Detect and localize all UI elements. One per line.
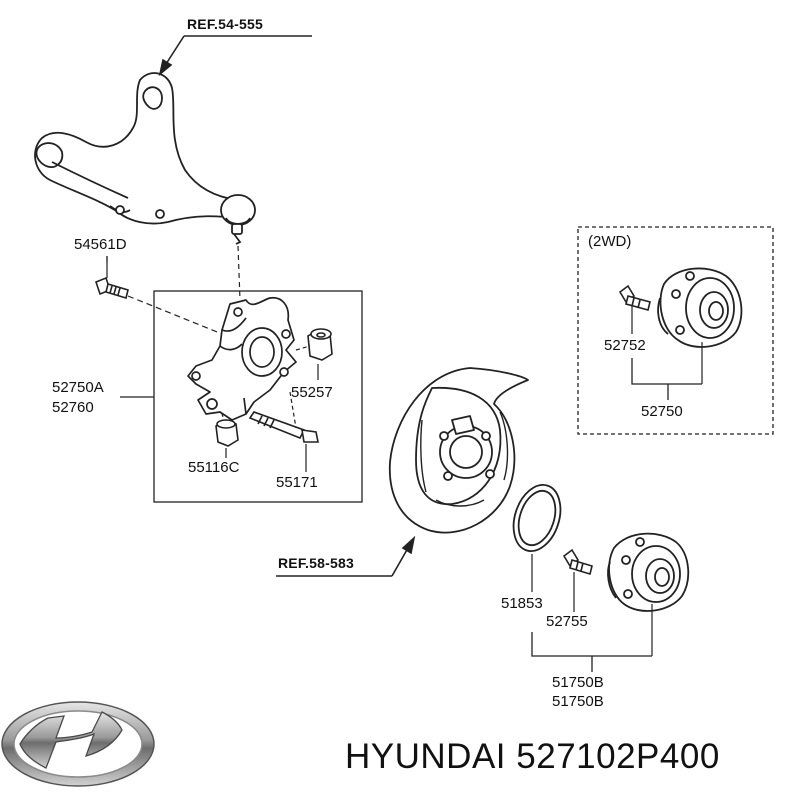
- hub-assembly-51750b: [607, 532, 690, 612]
- label-55116c: 55116C: [188, 459, 240, 476]
- bracket-52750: [631, 358, 702, 400]
- label-55257: 55257: [291, 384, 333, 401]
- hub-bolt-52755: [562, 548, 593, 576]
- label-52750: 52750: [641, 403, 683, 420]
- brand-name: HYUNDAI: [345, 737, 507, 776]
- inset-hub-52750: [657, 267, 743, 348]
- label-51750b-1: 51750B: [552, 674, 604, 691]
- dash-bolt-54561d: [127, 295, 233, 339]
- ref-arrow-brake-shield: [276, 535, 416, 577]
- ref-arrow-upper-arm: [158, 35, 312, 77]
- ref-upper-arm-label: REF.54-555: [187, 16, 263, 32]
- label-52752: 52752: [604, 337, 646, 354]
- bolt-54561d: [95, 256, 129, 300]
- dash-balljoint: [237, 245, 241, 301]
- upper-control-arm: [34, 72, 239, 225]
- label-52755: 52755: [546, 613, 588, 630]
- hyundai-logo-icon: [1, 701, 155, 787]
- dash-55257: [295, 345, 311, 351]
- bolt-55171: [248, 411, 319, 443]
- label-51750b-2: 51750B: [552, 693, 604, 710]
- bushing-55116c: [215, 419, 239, 447]
- label-51853: 51853: [501, 595, 543, 612]
- dash-55171: [289, 391, 297, 429]
- ball-joint: [220, 194, 256, 245]
- inset-bolt-52752: [618, 284, 651, 311]
- part-number: 527102P400: [516, 737, 720, 776]
- dash-55116c: [221, 413, 225, 421]
- inset-title: (2WD): [588, 233, 632, 250]
- label-55171: 55171: [276, 474, 318, 491]
- footer-part-title: HYUNDAI 527102P400: [345, 737, 720, 777]
- label-52750a: 52750A: [52, 379, 104, 396]
- inset-2wd-box: [577, 226, 774, 435]
- steering-knuckle: [187, 296, 297, 421]
- ref-brake-shield-label: REF.58-583: [278, 555, 354, 571]
- bushing-55257: [307, 328, 333, 361]
- label-52760: 52760: [52, 399, 94, 416]
- seal-ring-51853: [512, 484, 562, 552]
- brake-backing-plate: [388, 367, 529, 534]
- bracket-51750b: [531, 632, 652, 672]
- label-54561d: 54561D: [74, 236, 127, 253]
